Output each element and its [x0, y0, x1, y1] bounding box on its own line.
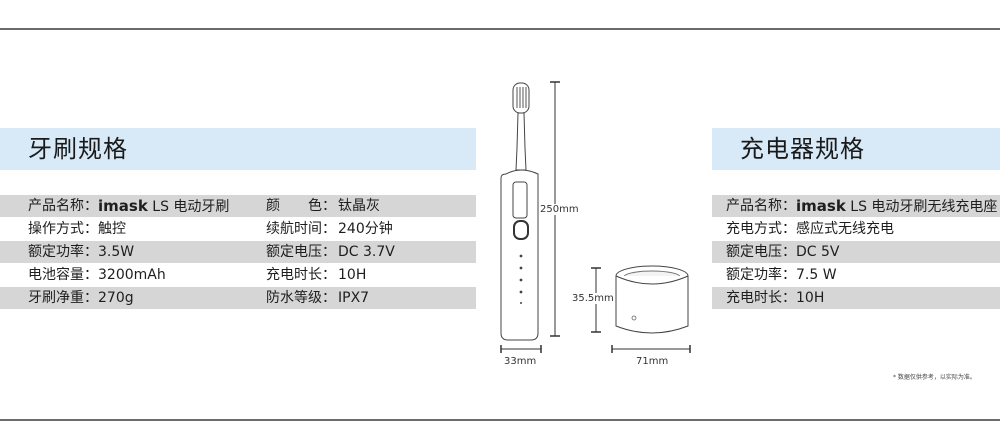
charger-spec-row: 充电方式： 感应式无线充电 — [712, 218, 1000, 240]
spec-value: imask LS 电动牙刷无线充电座 — [796, 195, 997, 217]
footnote: * 数据仅供参考，以实际为准。 — [893, 374, 976, 381]
spec-key: 额定电压： — [726, 244, 796, 260]
charger-spec-row: 额定电压： DC 5V — [712, 241, 1000, 263]
spec-value: 钛晶灰 — [338, 198, 380, 214]
charger-logo-icon — [631, 315, 637, 321]
brush-neck-icon — [515, 112, 527, 171]
charger-spec-row: 额定功率： 7.5 W — [712, 264, 1000, 286]
brush-spec-row: 牙刷净重： 270g 防水等级： IPX7 — [0, 287, 476, 309]
spec-value: DC 3.7V — [338, 244, 395, 260]
brush-spec-row: 额定功率： 3.5W 额定电压： DC 3.7V — [0, 241, 476, 263]
spec-key: 额定功率： — [28, 244, 98, 260]
spec-value: 10H — [338, 267, 367, 283]
brush-width-label: 33mm — [504, 356, 537, 367]
bottom-divider — [0, 419, 1000, 421]
spec-value: 触控 — [98, 221, 126, 237]
brush-body-icon — [500, 169, 539, 341]
charger-width-dimension — [611, 345, 691, 353]
spec-key: 产品名称： — [28, 198, 98, 214]
display-icon — [512, 181, 528, 219]
spec-key: 电池容量： — [28, 267, 98, 283]
brush-spec-row: 产品名称： imask LS 电动牙刷 颜 色： 钛晶灰 — [0, 195, 476, 217]
spec-key: 防水等级： — [266, 290, 336, 306]
bristles-icon — [516, 87, 527, 108]
spec-value-text: LS 电动牙刷 — [147, 199, 230, 215]
charger-illustration — [615, 265, 689, 334]
spec-value: 3.5W — [98, 244, 135, 260]
charger-spec-row: 产品名称： imask LS 电动牙刷无线充电座 — [712, 195, 1000, 217]
spec-value: IPX7 — [338, 290, 370, 306]
spec-key: 续航时间： — [266, 221, 336, 237]
spec-value: 7.5 W — [796, 267, 837, 283]
spec-key: 充电方式： — [726, 221, 796, 237]
spec-key: 操作方式： — [28, 221, 98, 237]
spec-key: 牙刷净重： — [28, 290, 98, 306]
spec-value: 270g — [98, 290, 134, 306]
power-button-icon — [513, 220, 529, 240]
spec-value: 3200mAh — [98, 267, 166, 283]
spec-key: 额定电压： — [266, 244, 336, 260]
spec-value: 10H — [796, 290, 825, 306]
brush-width-dimension — [500, 345, 542, 353]
top-divider — [0, 28, 1000, 30]
brush-spec-title: 牙刷规格 — [0, 128, 476, 170]
toothbrush-illustration — [500, 82, 539, 341]
spec-key: 充电时长： — [266, 267, 336, 283]
spec-value: DC 5V — [796, 244, 840, 260]
mode-indicator-icon — [519, 254, 523, 304]
spec-value-text: LS 电动牙刷无线充电座 — [845, 199, 998, 215]
spec-key: 额定功率： — [726, 267, 796, 283]
brush-head-icon — [512, 82, 530, 114]
charger-height-label: 35.5mm — [572, 293, 614, 304]
spec-value: 240分钟 — [338, 221, 393, 237]
brush-height-label: 250mm — [540, 204, 579, 215]
charger-spec-row: 充电时长： 10H — [712, 287, 1000, 309]
spec-value: imask LS 电动牙刷 — [98, 195, 229, 217]
brand-name: imask — [98, 197, 148, 215]
spec-key: 充电时长： — [726, 290, 796, 306]
charger-width-label: 71mm — [636, 356, 669, 367]
spec-key: 产品名称： — [726, 198, 796, 214]
spec-value: 感应式无线充电 — [796, 221, 894, 237]
brand-name: imask — [796, 197, 846, 215]
brush-spec-row: 电池容量： 3200mAh 充电时长： 10H — [0, 264, 476, 286]
brush-spec-row: 操作方式： 触控 续航时间： 240分钟 — [0, 218, 476, 240]
charger-spec-title: 充电器规格 — [712, 128, 1000, 170]
spec-key: 颜 色： — [266, 198, 336, 214]
